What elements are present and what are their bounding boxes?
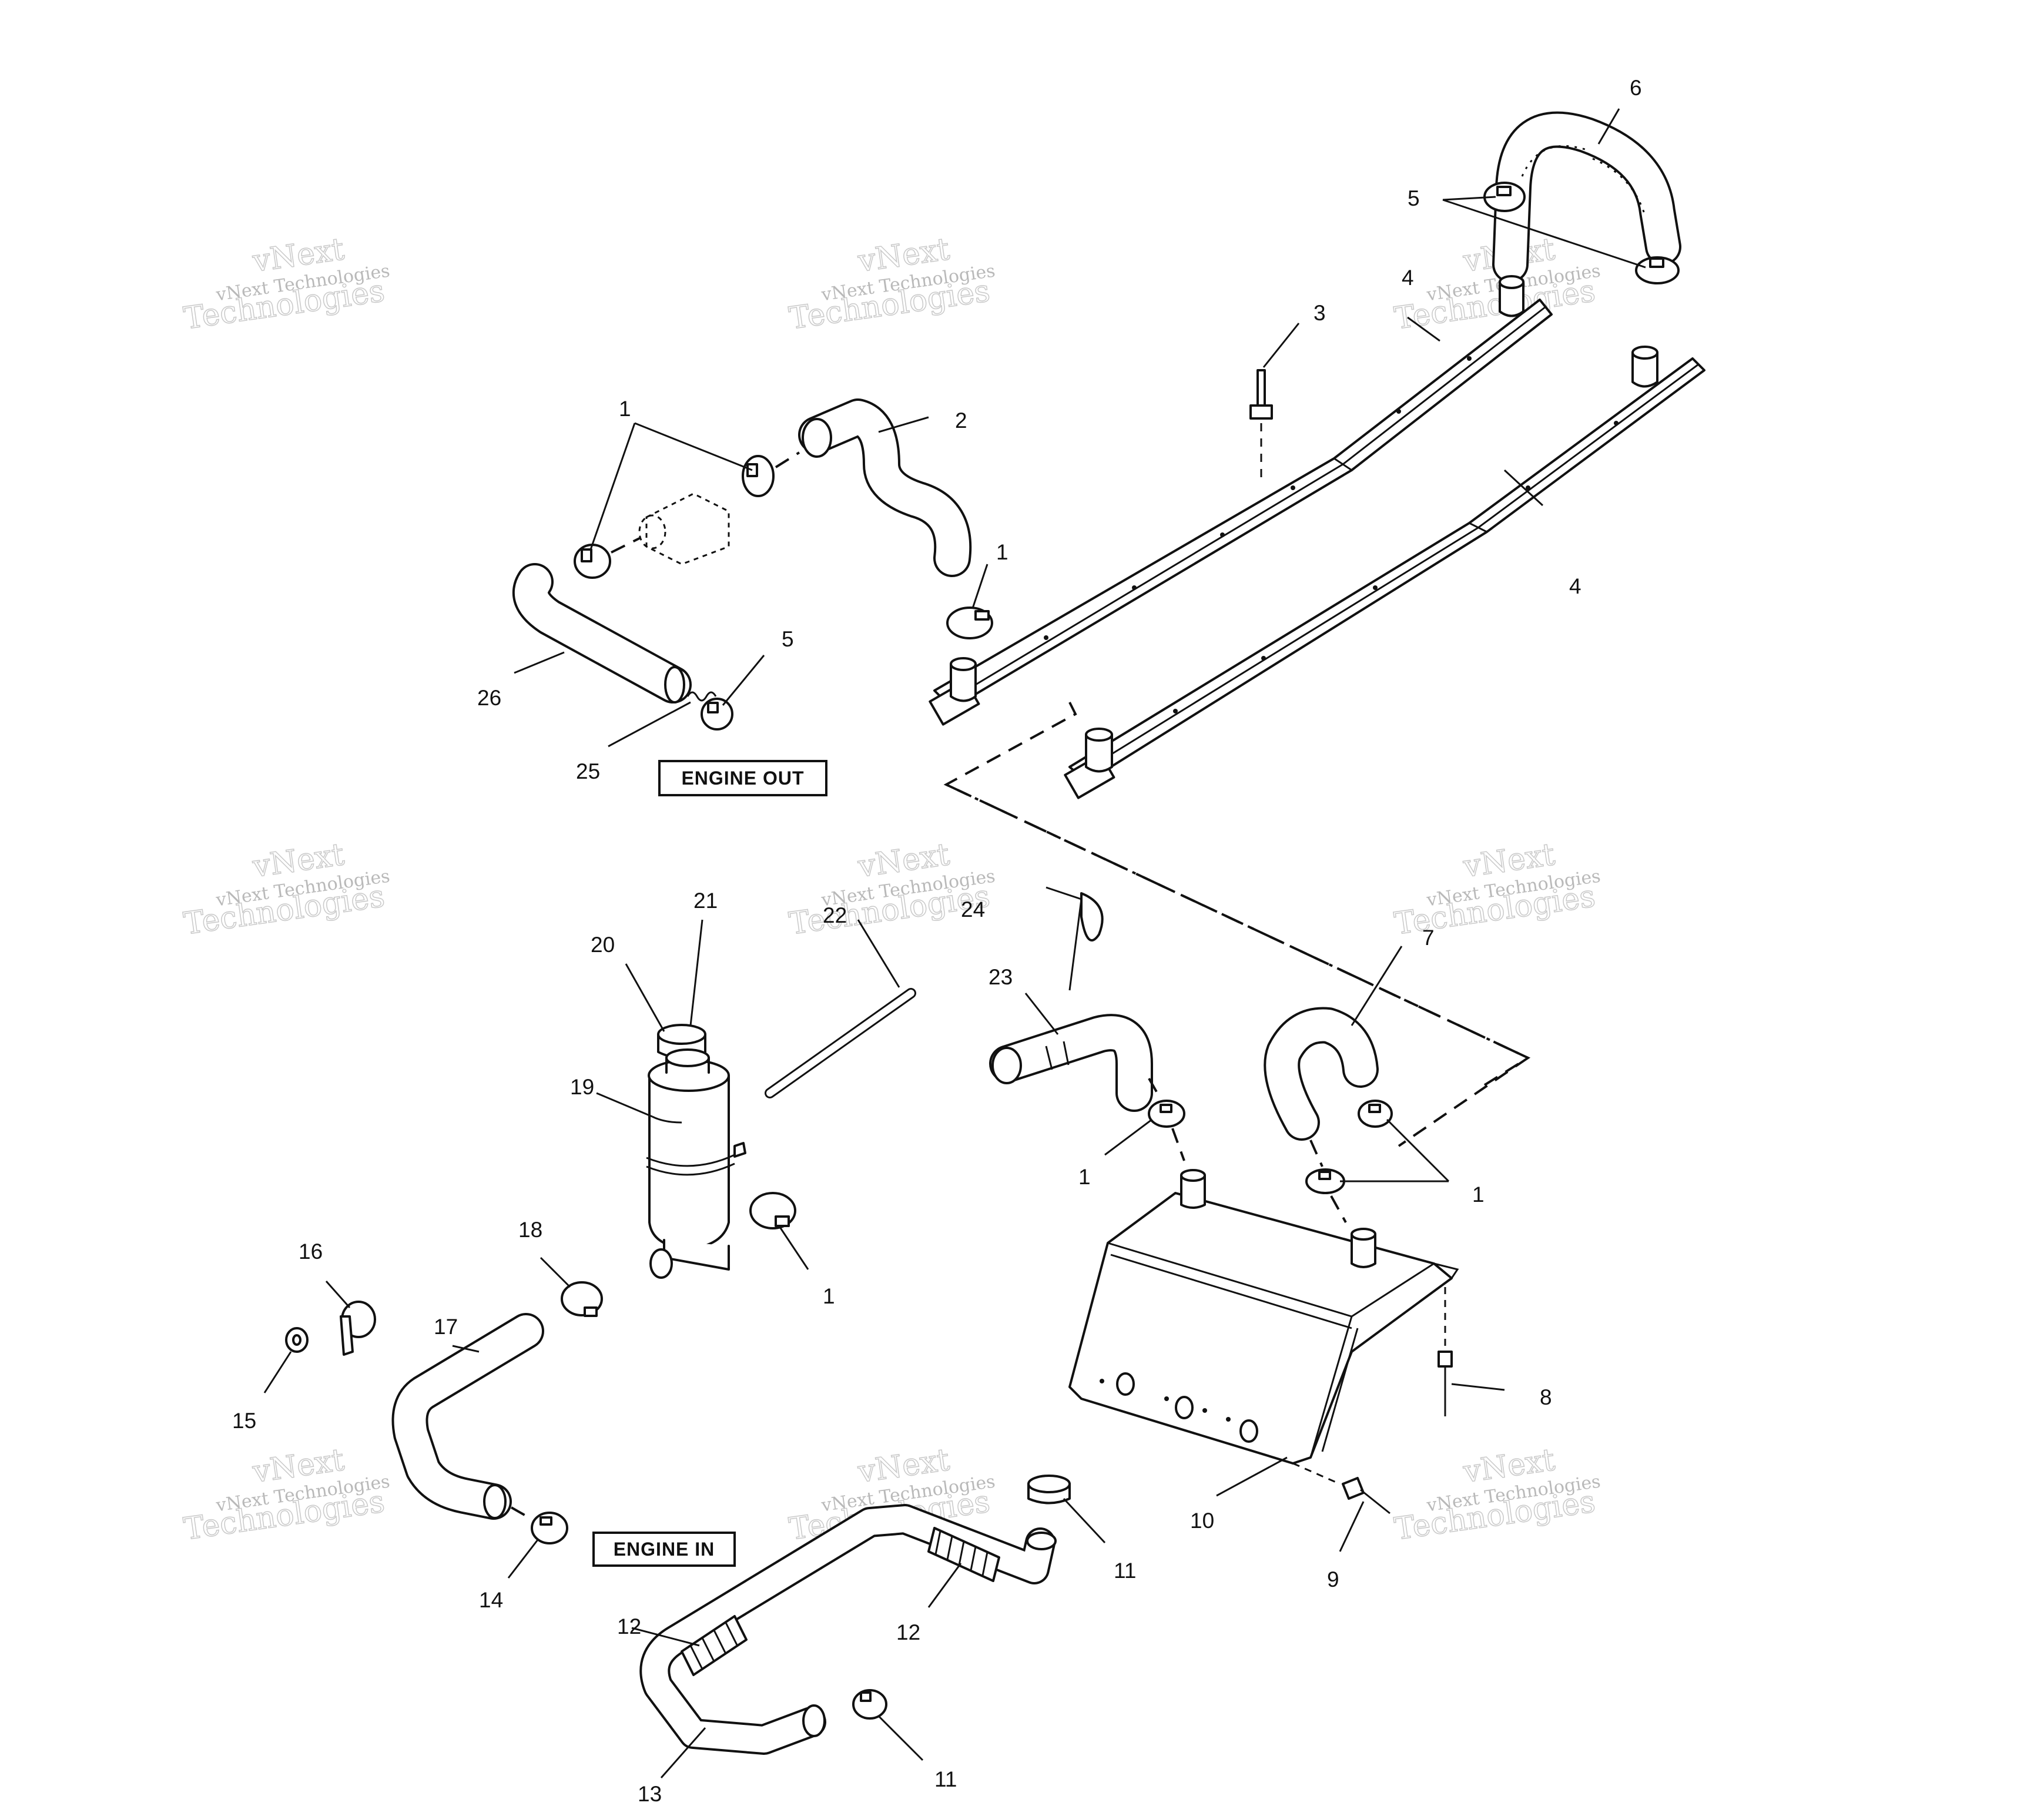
watermark: vNext vNext Technologies Technologies [181, 1442, 391, 1547]
callout: 1 [823, 1284, 835, 1308]
callout: 14 [479, 1588, 503, 1612]
callout: 19 [570, 1075, 594, 1099]
bolt-part-3 [1249, 369, 1273, 482]
callout: 25 [576, 759, 600, 783]
callout: 4 [1402, 266, 1414, 290]
callout-numbers: 1 2 1 26 5 25 3 4 4 6 5 21 20 22 24 23 7… [232, 76, 1642, 1806]
callout: 17 [434, 1315, 458, 1339]
hose-clamp-part-5-right [1635, 256, 1680, 284]
spring-part-25 [686, 691, 717, 702]
elbow-hose-part-23 [989, 1014, 1153, 1112]
leader-lines [263, 108, 1646, 1778]
bent-hose-part-2 [798, 398, 972, 577]
svg-text:ENGINE OUT: ENGINE OUT [681, 768, 804, 789]
washer-part-15 [285, 1327, 309, 1353]
callout: 4 [1569, 574, 1581, 598]
clamp-dash-lines [1148, 1078, 1347, 1223]
clip-bracket-part-16 [340, 1301, 376, 1356]
coolant-reservoir-part-19 [646, 1048, 746, 1279]
tube-part-22 [765, 988, 916, 1098]
callout: 12 [896, 1620, 920, 1644]
callout: 24 [961, 897, 985, 922]
callout: 9 [1327, 1567, 1339, 1591]
bypass-tube-part-13 [639, 1504, 1057, 1755]
heat-exchanger-rail-part-4-lower [1064, 346, 1705, 799]
callout: 8 [1540, 1385, 1552, 1409]
callout: 15 [232, 1409, 256, 1433]
callout: 13 [638, 1782, 662, 1806]
watermark: vNext vNext Technologies Technologies [1392, 1442, 1601, 1547]
watermark: vNext vNext Technologies Technologies [181, 836, 391, 942]
rubber-coupler-part-12-right [927, 1527, 1000, 1582]
hose-clamp-part-14 [511, 1506, 568, 1544]
hose-clamp-part-1-upper [946, 607, 993, 639]
outlet-hose-part-26 [512, 563, 692, 703]
fastener-part-9 [1292, 1462, 1390, 1515]
hose-clamp-part-11-upper [1027, 1475, 1071, 1505]
engine-out-label: ENGINE OUT [658, 760, 827, 796]
hose-clamp-part-11-lower [852, 1689, 887, 1720]
rubber-coupler-part-12-left [681, 1615, 748, 1676]
hose-clamp-part-1-tank-center [1305, 1168, 1345, 1194]
crossover-hose-part-6 [1492, 111, 1681, 283]
callout: 23 [989, 965, 1013, 989]
optional-fitting-dashed [611, 451, 800, 565]
watermark: vNext vNext Technologies Technologies [1392, 836, 1601, 942]
callout: 5 [1408, 186, 1420, 210]
svg-text:ENGINE IN: ENGINE IN [614, 1539, 715, 1560]
watermark: vNext vNext Technologies Technologies [786, 836, 996, 942]
callout: 26 [477, 686, 501, 710]
cable-tie-part-24 [1046, 886, 1104, 941]
hose-clamp-part-1-tank-right [1358, 1100, 1393, 1128]
callout: 3 [1313, 301, 1326, 325]
watermark: vNext vNext Technologies Technologies [181, 231, 391, 337]
stud-part-8 [1437, 1287, 1453, 1416]
callout: 1 [1078, 1165, 1091, 1189]
hose-clamp-part-5-lower [701, 698, 733, 731]
callout: 22 [823, 903, 847, 927]
hose-clamp-part-5-upper [1483, 182, 1526, 212]
callout: 20 [591, 933, 615, 957]
heat-exchanger-rail-part-4-upper [929, 275, 1553, 726]
hose-clamp-part-18 [561, 1281, 603, 1317]
callout: 10 [1190, 1509, 1214, 1533]
connection-dash-lines [943, 702, 1531, 1147]
callout: 1 [996, 540, 1008, 564]
heat-exchanger-tank-part-10 [1068, 1169, 1459, 1465]
callout: 11 [934, 1767, 957, 1791]
callout: 11 [1114, 1559, 1136, 1583]
callout: 1 [619, 397, 631, 421]
watermark: vNext vNext Technologies Technologies [786, 231, 996, 337]
hose-clamp-part-1-pair [574, 455, 775, 579]
callout: 2 [955, 408, 967, 433]
hook-hose-part-7 [1264, 1007, 1379, 1141]
callout: 16 [299, 1239, 323, 1264]
callout: 6 [1630, 76, 1642, 100]
engine-in-label: ENGINE IN [592, 1532, 736, 1567]
inlet-hose-part-17 [391, 1313, 544, 1520]
callout: 1 [1472, 1182, 1485, 1207]
hose-clamp-part-1-reservoir [749, 1192, 796, 1229]
callout: 5 [782, 627, 794, 651]
callout: 12 [617, 1614, 641, 1639]
callout: 7 [1422, 926, 1435, 950]
hose-clamp-part-1-tank-left [1148, 1100, 1185, 1128]
callout: 21 [693, 889, 718, 913]
callout: 18 [518, 1218, 542, 1242]
